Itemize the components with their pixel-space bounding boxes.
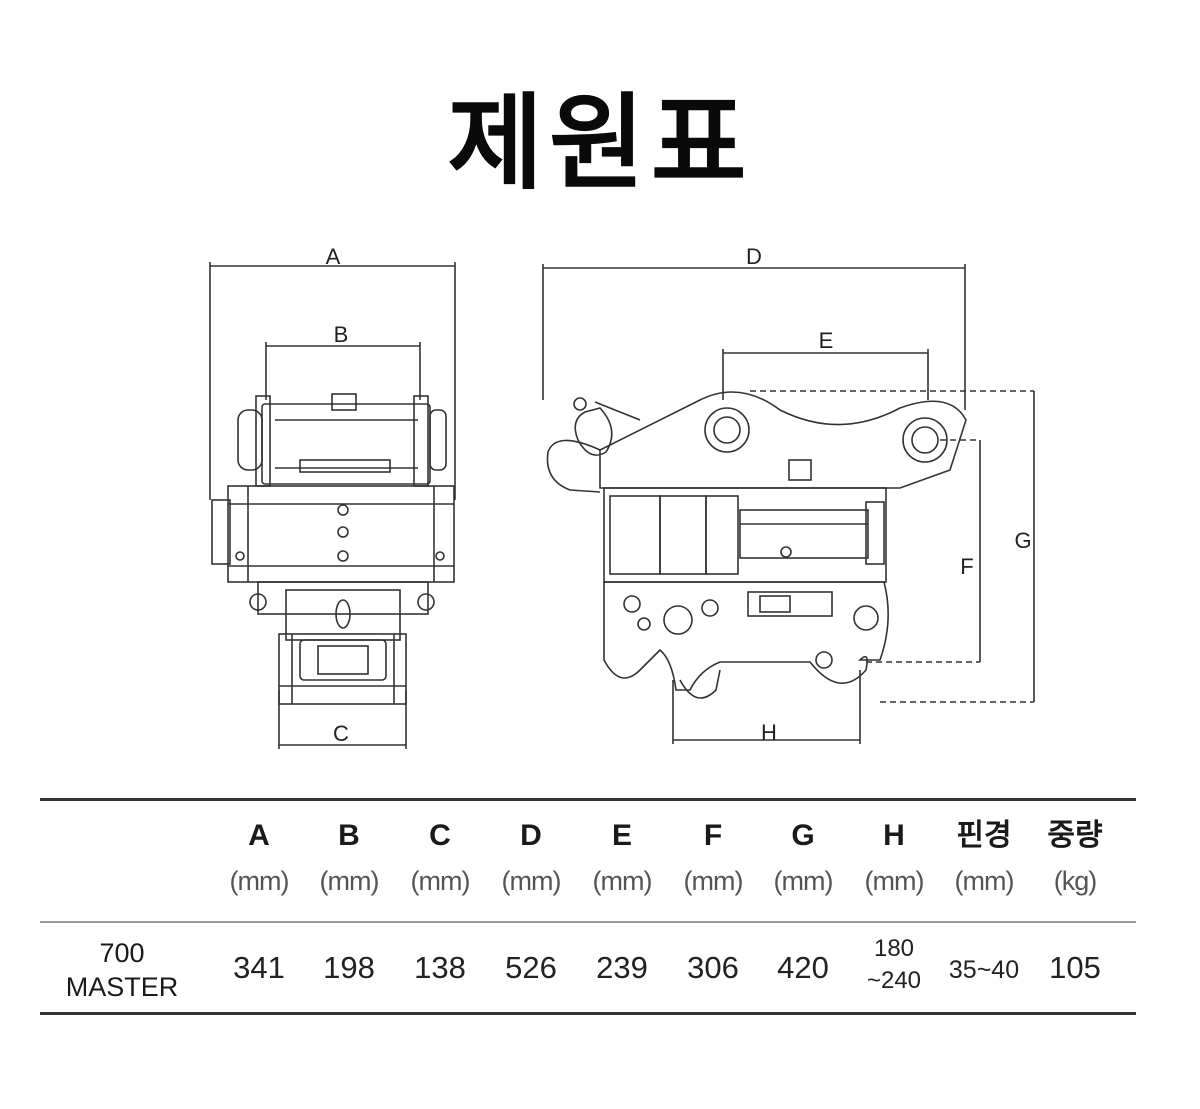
value-d: 526 — [505, 950, 557, 985]
dim-label-f: F — [960, 554, 973, 579]
dim-label-c: C — [333, 721, 349, 746]
column-header-b: B (mm) — [304, 816, 394, 897]
column-header-f: F (mm) — [668, 816, 758, 897]
value-pin-diameter: 35~40 — [948, 956, 1020, 984]
column-name: H — [883, 819, 905, 852]
dim-label-d: D — [746, 244, 762, 269]
dim-label-h: H — [761, 720, 777, 745]
column-header-d: D (mm) — [486, 816, 576, 897]
value-e: 239 — [596, 950, 648, 985]
value-g: 420 — [777, 950, 829, 985]
column-header-pin-diameter: 핀경 (mm) — [939, 816, 1029, 897]
column-unit: (mm) — [501, 866, 562, 896]
column-name: B — [338, 819, 360, 852]
table-bottom-rule — [40, 1012, 1136, 1015]
dim-label-e: E — [819, 328, 834, 353]
value-h-line2: ~240 — [866, 967, 922, 994]
column-header-e: E (mm) — [577, 816, 667, 897]
model-name-line1: 700 — [99, 938, 145, 968]
page-title: 제원표 — [447, 82, 753, 204]
column-name: D — [520, 819, 542, 852]
column-header-h: H (mm) — [849, 816, 939, 897]
value-h-line1: 180 — [873, 935, 915, 962]
table-top-rule — [40, 798, 1136, 801]
column-header-c: C (mm) — [395, 816, 485, 897]
dim-label-b: B — [334, 322, 349, 347]
column-unit: (mm) — [954, 866, 1015, 896]
column-name: F — [703, 819, 723, 852]
column-unit: (mm) — [410, 866, 471, 896]
table-header-rule — [40, 921, 1136, 923]
column-header-g: G (mm) — [758, 816, 848, 897]
dim-label-a: A — [326, 244, 341, 269]
value-b: 198 — [323, 950, 375, 985]
column-unit: (mm) — [319, 866, 380, 896]
coupler-diagram: A B C D E F G H — [209, 244, 1035, 749]
model-name-line2: MASTER — [65, 972, 179, 1002]
value-a: 341 — [233, 950, 285, 985]
column-name: G — [791, 819, 815, 852]
column-name: A — [248, 819, 270, 852]
column-name: E — [611, 819, 632, 852]
column-name: 핀경 — [956, 819, 1012, 852]
column-unit: (mm) — [229, 866, 290, 896]
column-unit: (mm) — [592, 866, 653, 896]
column-unit: (mm) — [683, 866, 744, 896]
column-unit: (mm) — [773, 866, 834, 896]
column-header-weight: 중량 (kg) — [1030, 816, 1120, 897]
model-name: 700 MASTER — [52, 936, 192, 1004]
column-unit: (mm) — [864, 866, 925, 896]
dim-label-g: G — [1014, 528, 1031, 553]
value-f: 306 — [687, 950, 739, 985]
column-header-a: A (mm) — [214, 816, 304, 897]
column-name: C — [429, 819, 451, 852]
value-h: 180 ~240 — [849, 933, 939, 997]
value-c: 138 — [414, 950, 466, 985]
value-weight: 105 — [1049, 950, 1101, 985]
column-unit: (kg) — [1053, 866, 1098, 896]
column-name: 중량 — [1047, 819, 1103, 852]
